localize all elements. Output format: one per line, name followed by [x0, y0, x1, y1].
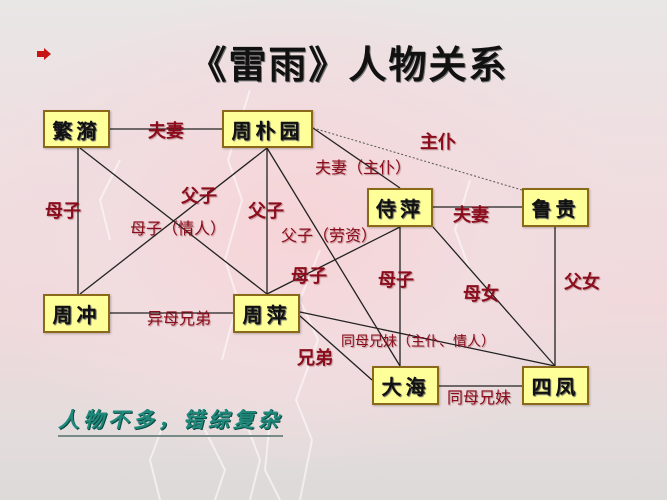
edge-zhoupuyuan-lugui [312, 127, 523, 191]
node-fanyi: 繁漪 [43, 110, 110, 148]
node-sifeng: 四凤 [522, 366, 589, 405]
caption-text: 人物不多，错综复杂 [58, 404, 283, 437]
relation-label: 主仆 [420, 132, 456, 153]
relation-label: 父子（劳资） [281, 226, 378, 245]
relation-label: 父女 [564, 272, 600, 293]
node-lugui: 鲁贵 [522, 188, 589, 227]
node-shiping: 侍萍 [367, 188, 433, 227]
relation-label: 母子 [378, 270, 414, 291]
edge-zhoupuyuan-zhouchong [79, 147, 268, 295]
edge-zhouping-dahai [299, 315, 373, 381]
edge-shiping-sifeng [432, 226, 556, 367]
edge-shiping-zhouping [266, 226, 401, 295]
relation-label: 父子 [181, 186, 217, 207]
relation-label: 夫妻（主仆） [315, 158, 412, 177]
node-zhoupuyuan: 周朴园 [222, 110, 313, 148]
edge-zhoupuyuan-dahai [266, 147, 401, 367]
relation-label: 夫妻 [148, 121, 184, 142]
relation-label: 母子 [45, 201, 81, 222]
relation-label: 母女 [463, 284, 499, 305]
relation-label: 同母兄妹 [447, 388, 512, 407]
relation-label: 父子 [248, 201, 284, 222]
node-dahai: 大海 [372, 366, 439, 405]
edge-zhoupuyuan-shiping [312, 127, 401, 189]
relation-label: 兄弟 [297, 348, 333, 369]
red-arrow-bullet-icon [37, 48, 51, 60]
relation-label: 同母兄妹（主仆、情人） [341, 334, 495, 350]
relation-label: 夫妻 [453, 205, 489, 226]
relation-label: 异母兄弟 [147, 309, 212, 328]
relation-label: 母子（情人） [130, 219, 227, 238]
edge-zhouping-sifeng [299, 311, 556, 367]
relation-label: 母子 [291, 266, 327, 287]
node-zhouping: 周萍 [233, 294, 300, 333]
page-title: 《雷雨》人物关系 [188, 43, 509, 87]
node-zhouchong: 周冲 [43, 294, 110, 333]
